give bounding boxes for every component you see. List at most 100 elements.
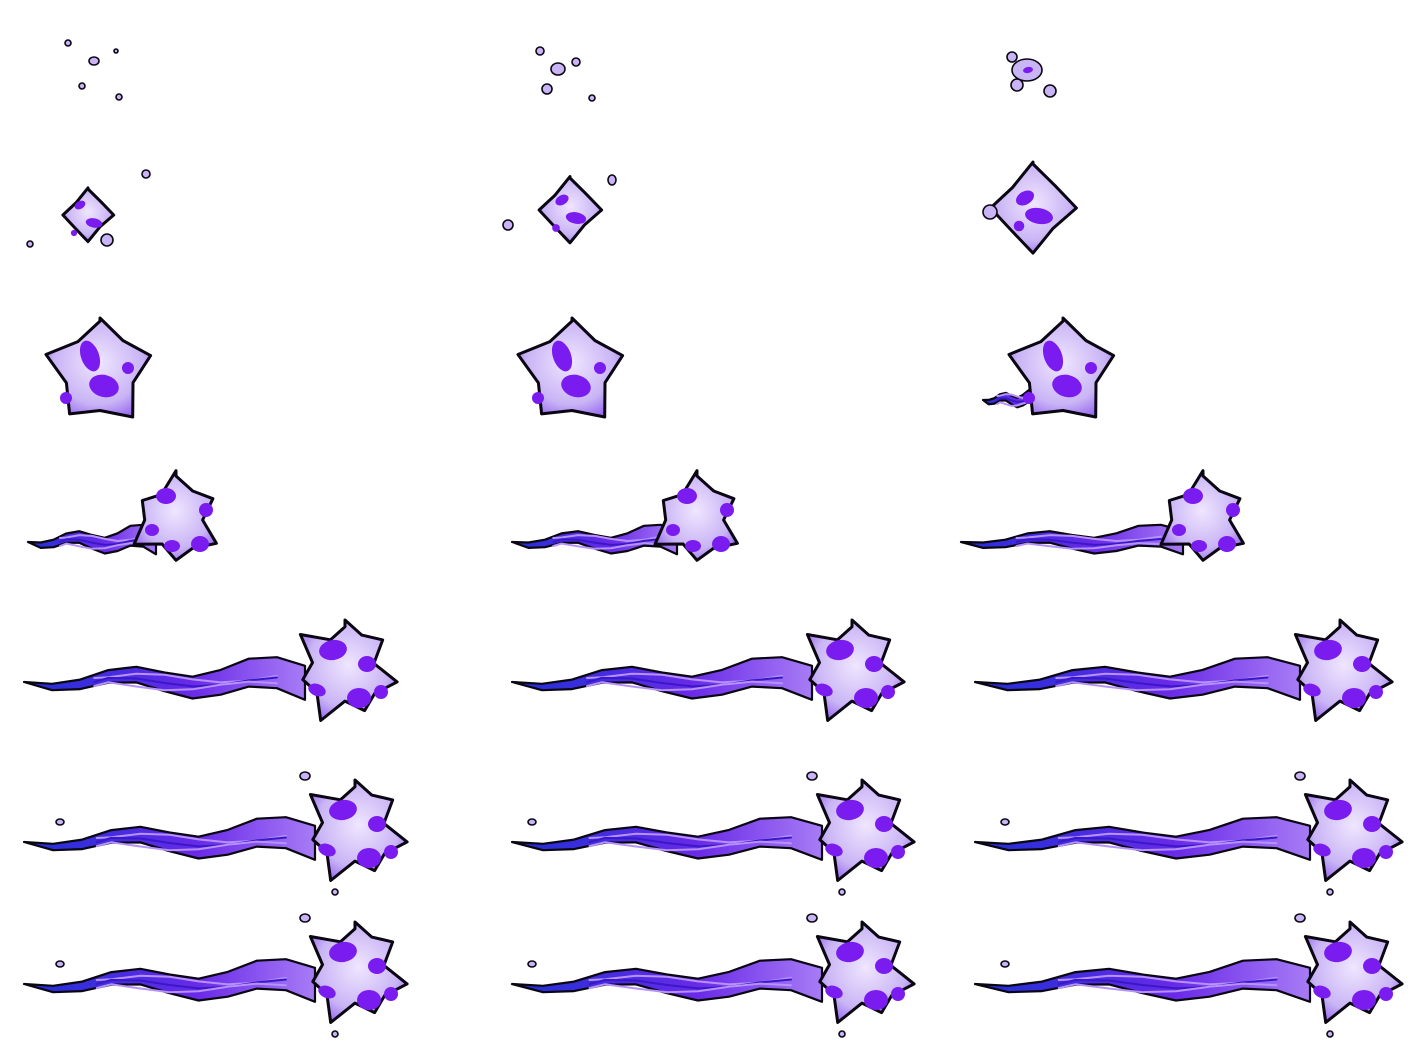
frame-5 [472,150,942,290]
frame-9 [945,300,1415,450]
fireball-blob [308,778,409,882]
fireball-blob [1293,618,1394,722]
flame-streak [586,680,783,692]
fireball-blob [815,778,916,882]
flame-streak [588,982,792,994]
flame-streak [93,680,278,692]
spark-dot [1000,960,1010,968]
frame-20 [472,900,942,1050]
blob-spot [1324,941,1352,963]
blob-spot [552,224,560,232]
spark-dot [78,82,86,90]
fireball-blob [989,160,1078,255]
spark-dot [331,888,339,896]
flame-streak [59,534,145,543]
frame-graphic [535,46,596,102]
blob-spot [666,524,680,536]
blob-spot [561,374,591,398]
frame-17 [472,760,942,900]
spark-dot [535,46,545,56]
spark-dot [607,174,617,186]
blob-spot [1218,536,1236,552]
blob-spot [1379,987,1393,1001]
blob-spot [891,987,905,1001]
flame-streak [59,542,145,550]
frame-graphic [22,913,409,1038]
spark-dot [838,888,846,896]
spark-dot [1294,913,1306,923]
blob-spot [712,536,730,552]
flame-streak [552,534,662,543]
spark-dot [550,62,566,76]
blob-spot [318,843,336,857]
frame-graphic [510,913,916,1038]
blob-spot [318,985,336,999]
blob-spot [1023,392,1035,404]
blob-spot [368,958,386,974]
blob-spot [1052,374,1082,398]
blob-spot [164,540,180,552]
blob-spot [1042,340,1064,372]
frame-graphic [510,618,906,722]
frame-16 [0,760,470,900]
blob-spot [864,848,888,868]
blob-spot [357,990,381,1010]
flame-streak [59,538,145,546]
frame-graphic [22,618,399,722]
blob-spot [1085,362,1097,374]
blob-spot [594,362,606,374]
spark-dot [64,39,72,47]
spark-dot [588,94,596,102]
blob-spot [720,503,734,517]
spark-dot [1006,51,1018,63]
blob-spot [864,990,888,1010]
frame-graphic [26,469,218,562]
frame-1 [0,0,470,130]
blob-spot [1303,683,1321,697]
blob-spot [1324,799,1352,821]
blob-spot [865,656,883,672]
spark-dot [541,83,553,95]
frame-graphic [1006,51,1057,98]
spark-dot [299,913,311,923]
blob-spot [74,200,86,210]
spark-dot [1294,771,1306,781]
blob-spot [1013,220,1025,232]
blob-spot [60,392,72,404]
blob-spot [191,536,209,552]
blob-spot [85,218,103,228]
blob-spot [384,845,398,859]
blob-spot [551,340,573,372]
blob-spot [1369,685,1383,699]
frame-4 [0,150,470,290]
spark-dot [55,818,65,826]
blob-spot [836,799,864,821]
blob-spot [891,845,905,859]
frame-19 [0,900,470,1050]
frame-13 [0,600,470,760]
blob-spot [374,685,388,699]
blob-spot [1363,958,1381,974]
blob-spot [1313,985,1331,999]
fireball-blob [805,618,906,722]
blob-spot [145,524,159,536]
blob-spot [826,639,854,661]
flame-streak [95,982,287,994]
frame-10 [0,450,470,600]
frame-graphic [26,169,151,248]
blob-spot [358,656,376,672]
spark-dot [1326,1030,1334,1038]
blob-spot [329,799,357,821]
flame-streak [1015,534,1162,543]
blob-spot [836,941,864,963]
frame-graphic [502,174,617,245]
spark-dot [527,818,537,826]
flame-streak [95,840,287,852]
frame-graphic [510,771,916,896]
blob-spot [1314,639,1342,661]
blob-spot [384,987,398,1001]
fireball-blob [298,618,399,722]
blob-spot [70,229,78,237]
blob-spot [685,540,701,552]
spark-dot [26,240,34,248]
